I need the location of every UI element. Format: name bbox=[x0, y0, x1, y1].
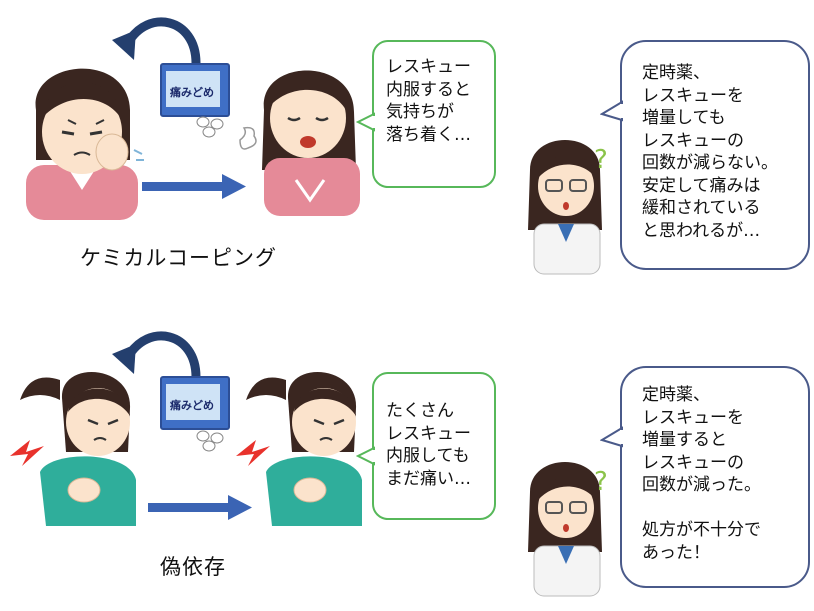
woman-relieved-icon bbox=[239, 70, 360, 216]
patient-speech-bubble: たくさん レスキュー 内服しても まだ痛い… bbox=[372, 372, 496, 520]
right-arrow-icon bbox=[142, 174, 246, 199]
doctor-speech-bubble: 定時薬、 レスキューを 増量しても レスキューの 回数が減らない。 安定して痛み… bbox=[620, 40, 810, 270]
medicine-box-label: 痛みどめ bbox=[170, 86, 214, 99]
woman-in-pain-icon bbox=[10, 372, 136, 526]
patient-speech-text: たくさん レスキュー 内服しても まだ痛い… bbox=[386, 401, 471, 489]
curved-arrow-icon bbox=[112, 331, 201, 382]
doctor-thinking-icon: ? bbox=[528, 462, 608, 597]
pills-icon bbox=[196, 116, 224, 138]
svg-text:?: ? bbox=[594, 467, 608, 497]
caption-pseudo-addiction: 偽依存 bbox=[160, 555, 226, 579]
medicine-box-icon: 痛みどめ bbox=[160, 63, 230, 117]
doctor-speech-text: 定時薬、 レスキューを 増量すると レスキューの 回数が減った。 処方が不十分で… bbox=[642, 385, 761, 563]
bubble-tail bbox=[356, 112, 376, 132]
bubble-tail bbox=[600, 426, 624, 448]
woman-toothache-icon bbox=[26, 68, 144, 220]
medicine-box-icon: 痛みどめ bbox=[160, 376, 230, 430]
bubble-tail bbox=[600, 100, 624, 122]
medicine-box-label: 痛みどめ bbox=[170, 399, 214, 412]
patient-speech-bubble: レスキュー 内服すると 気持ちが 落ち着く… bbox=[372, 40, 496, 188]
bubble-tail bbox=[356, 446, 376, 466]
curved-arrow-icon bbox=[112, 17, 201, 68]
doctor-speech-bubble: 定時薬、 レスキューを 増量すると レスキューの 回数が減った。 処方が不十分で… bbox=[620, 366, 810, 588]
doctor-thinking-icon: ? bbox=[528, 140, 608, 275]
pills-icon bbox=[196, 430, 224, 452]
patient-speech-text: レスキュー 内服すると 気持ちが 落ち着く… bbox=[386, 57, 471, 145]
caption-chemical-coping: ケミカルコーピング bbox=[80, 246, 277, 270]
doctor-speech-text: 定時薬、 レスキューを 増量しても レスキューの 回数が減らない。 安定して痛み… bbox=[642, 63, 778, 241]
svg-text:?: ? bbox=[594, 145, 608, 175]
woman-in-pain-icon bbox=[236, 372, 362, 526]
right-arrow-icon bbox=[148, 495, 252, 520]
